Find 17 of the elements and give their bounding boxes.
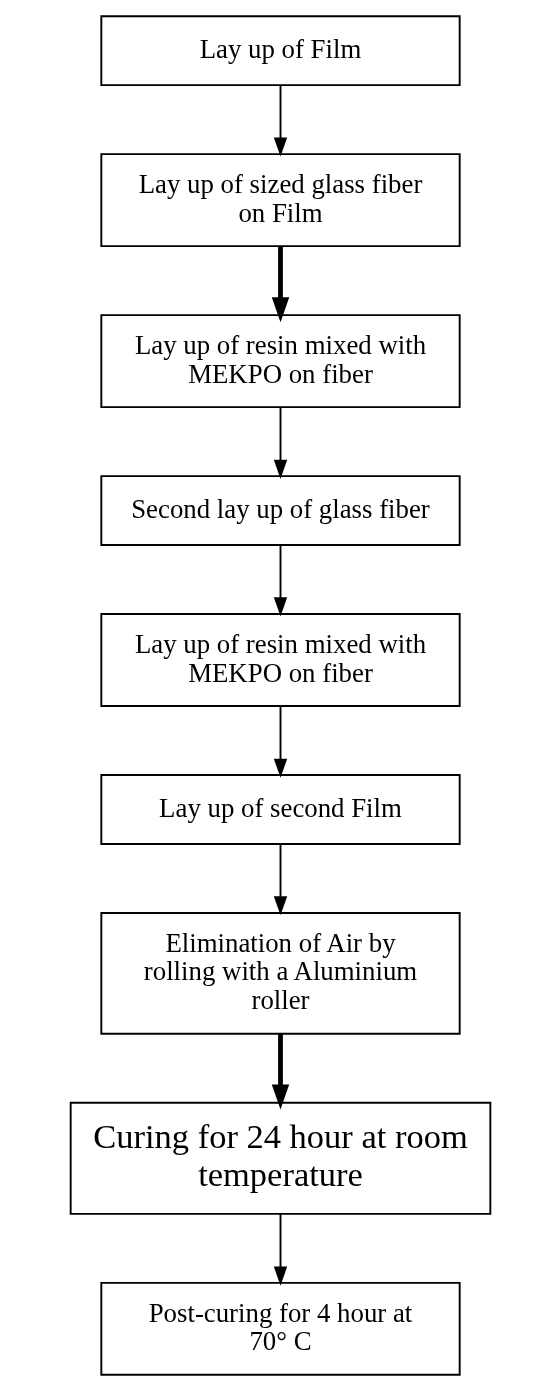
arrow bbox=[271, 246, 289, 323]
node-box: Post-curing for 4 hour at 70° C bbox=[99, 1281, 461, 1376]
node-box: Curing for 24 hour at room temperature bbox=[69, 1101, 491, 1215]
arrow bbox=[273, 84, 287, 157]
node-box: Lay up of second Film bbox=[99, 774, 461, 845]
node-box: Elimination of Air by rolling with a Aluminium roller bbox=[99, 912, 461, 1035]
node-box: Lay up of Film bbox=[99, 15, 461, 87]
arrow bbox=[273, 705, 287, 778]
arrow bbox=[271, 1034, 289, 1110]
node-box: Lay up of resin mixed with MEKPO on fiber bbox=[99, 314, 461, 409]
node-box: Lay up of sized glass fiber on Film bbox=[99, 153, 461, 248]
arrow bbox=[273, 843, 287, 916]
arrow bbox=[273, 544, 287, 617]
node-box: Lay up of resin mixed with MEKPO on fiber bbox=[99, 613, 461, 707]
arrow bbox=[273, 1212, 287, 1286]
node-box: Second lay up of glass fiber bbox=[99, 475, 461, 547]
arrow bbox=[273, 406, 287, 479]
